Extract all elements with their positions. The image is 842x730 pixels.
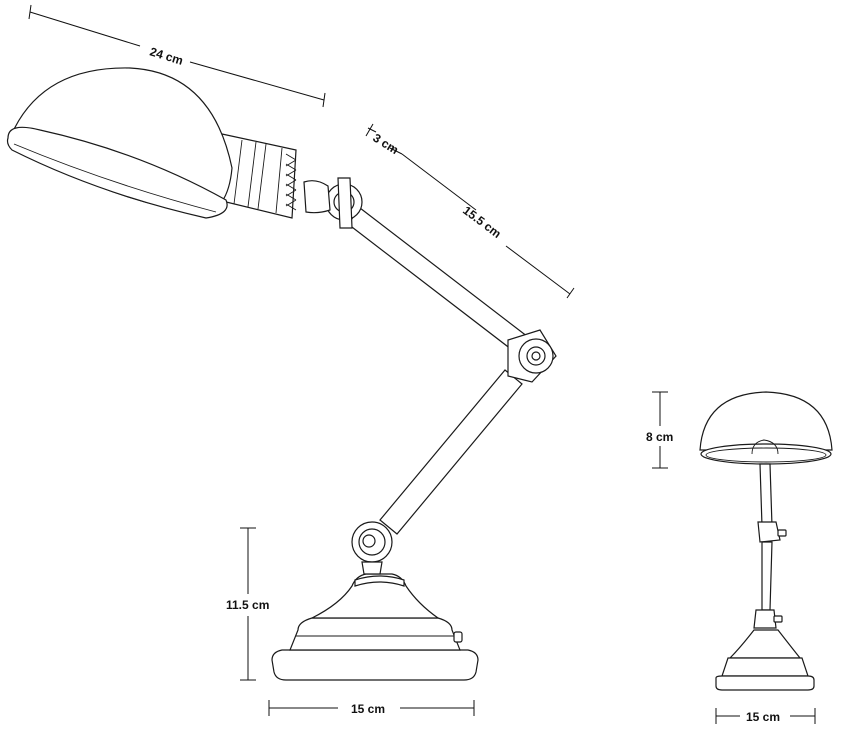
top-joint [303, 177, 363, 229]
main-lamp [6, 67, 557, 681]
upper-arm [347, 207, 533, 357]
shade [6, 67, 233, 219]
label-side-base-width: 15 cm [746, 710, 780, 724]
label-shade-width: 24 cm [148, 44, 185, 67]
main-base [271, 573, 479, 681]
lower-joint [351, 521, 393, 575]
side-shade [699, 391, 833, 465]
label-base-height: 11.5 cm [226, 598, 269, 612]
dim-line-shade-width [29, 11, 141, 47]
side-dimensions: 8 cm 15 cm [646, 391, 816, 724]
side-stem [753, 463, 787, 629]
dim-line-upper-arm [401, 153, 477, 211]
middle-joint [507, 329, 557, 383]
socket [217, 133, 297, 219]
label-upper-arm-length: 15.5 cm [460, 203, 504, 241]
label-shade-offset: 3 cm [370, 131, 401, 157]
lower-arm [379, 369, 523, 535]
side-lamp [699, 391, 833, 691]
label-shade-height: 8 cm [646, 430, 673, 444]
label-base-width: 15 cm [351, 702, 385, 716]
dim-line-shade-offset [367, 127, 377, 133]
side-base [715, 629, 815, 691]
